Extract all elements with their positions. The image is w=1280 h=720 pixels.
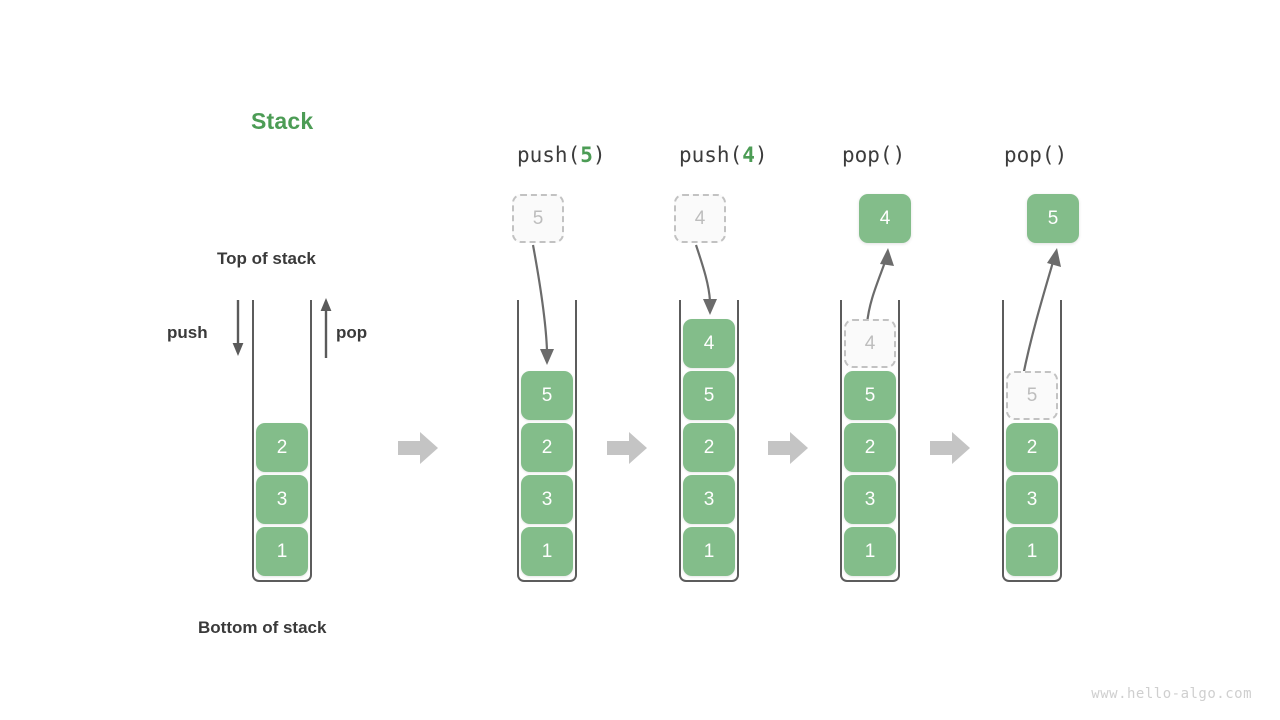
stack-cell: 1 — [683, 527, 735, 576]
stack-container — [679, 300, 739, 582]
removed-ghost-cell: 4 — [844, 319, 896, 368]
stack-container — [1002, 300, 1062, 582]
pop-motion-arrow-icon — [1021, 248, 1061, 377]
push-motion-arrow-icon — [531, 244, 554, 365]
bottom-of-stack-label: Bottom of stack — [198, 618, 327, 637]
stack-cell: 4 — [683, 319, 735, 368]
watermark: www.hello-algo.com — [1091, 686, 1252, 702]
stack-cell: 2 — [521, 423, 573, 472]
stack-cell: 1 — [1006, 527, 1058, 576]
op-text-arg: 4 — [742, 143, 755, 167]
push-motion-arrow-icon — [694, 244, 717, 315]
incoming-ghost-cell: 5 — [512, 194, 564, 243]
stack-cell: 5 — [521, 371, 573, 420]
op-text-arg: 5 — [580, 143, 593, 167]
stack-cell: 3 — [521, 475, 573, 524]
op-text-prefix: pop( — [842, 143, 893, 167]
transition-arrow-icon — [398, 432, 438, 464]
stack-cell: 1 — [521, 527, 573, 576]
pop-label: pop — [336, 323, 368, 342]
stack-stage-push5: push(5) 5 5 2 3 1 — [490, 0, 610, 720]
stack-container — [840, 300, 900, 582]
pop-up-arrow-icon — [320, 298, 332, 358]
op-text-prefix: push( — [517, 143, 581, 167]
stack-cell: 1 — [844, 527, 896, 576]
stack-cell: 3 — [844, 475, 896, 524]
stack-stage-push4: push(4) 4 4 5 2 3 1 — [652, 0, 772, 720]
transition-arrow-icon — [607, 432, 647, 464]
op-text-suffix: ) — [754, 143, 768, 167]
incoming-ghost-cell: 4 — [674, 194, 726, 243]
push-down-arrow-icon — [232, 300, 244, 356]
stack-stage-pop1: pop() 4 4 5 2 3 1 — [813, 0, 933, 720]
operation-label-push5: push(5) — [517, 143, 606, 167]
stack-cell: 3 — [1006, 475, 1058, 524]
op-text-suffix: ) — [592, 143, 606, 167]
popped-cell: 4 — [859, 194, 911, 243]
stack-cell: 2 — [683, 423, 735, 472]
stack-cell: 3 — [683, 475, 735, 524]
stack-cell: 2 — [256, 423, 308, 472]
op-text-suffix: ) — [892, 143, 906, 167]
stack-stage-initial: Top of stack Bottom of stack push pop 2 … — [167, 0, 367, 720]
stack-container — [517, 300, 577, 582]
popped-cell: 5 — [1027, 194, 1079, 243]
stack-cell: 5 — [683, 371, 735, 420]
stack-stage-pop2: pop() 5 5 2 3 1 — [975, 0, 1095, 720]
stack-cell: 3 — [256, 475, 308, 524]
removed-ghost-cell: 5 — [1006, 371, 1058, 420]
op-text-suffix: ) — [1054, 143, 1068, 167]
operation-label-push4: push(4) — [679, 143, 768, 167]
pop-motion-arrow-icon — [865, 248, 894, 325]
transition-arrow-icon — [768, 432, 808, 464]
stack-container — [252, 300, 312, 582]
stack-cell: 5 — [844, 371, 896, 420]
push-label: push — [167, 323, 208, 342]
transition-arrow-icon — [930, 432, 970, 464]
operation-label-pop2: pop() — [1004, 143, 1067, 167]
page-title: Stack — [251, 108, 314, 134]
stack-cell: 2 — [1006, 423, 1058, 472]
op-text-prefix: pop( — [1004, 143, 1055, 167]
stack-cell: 1 — [256, 527, 308, 576]
stack-cell: 2 — [844, 423, 896, 472]
top-of-stack-label: Top of stack — [217, 249, 316, 268]
op-text-prefix: push( — [679, 143, 743, 167]
operation-label-pop1: pop() — [842, 143, 905, 167]
